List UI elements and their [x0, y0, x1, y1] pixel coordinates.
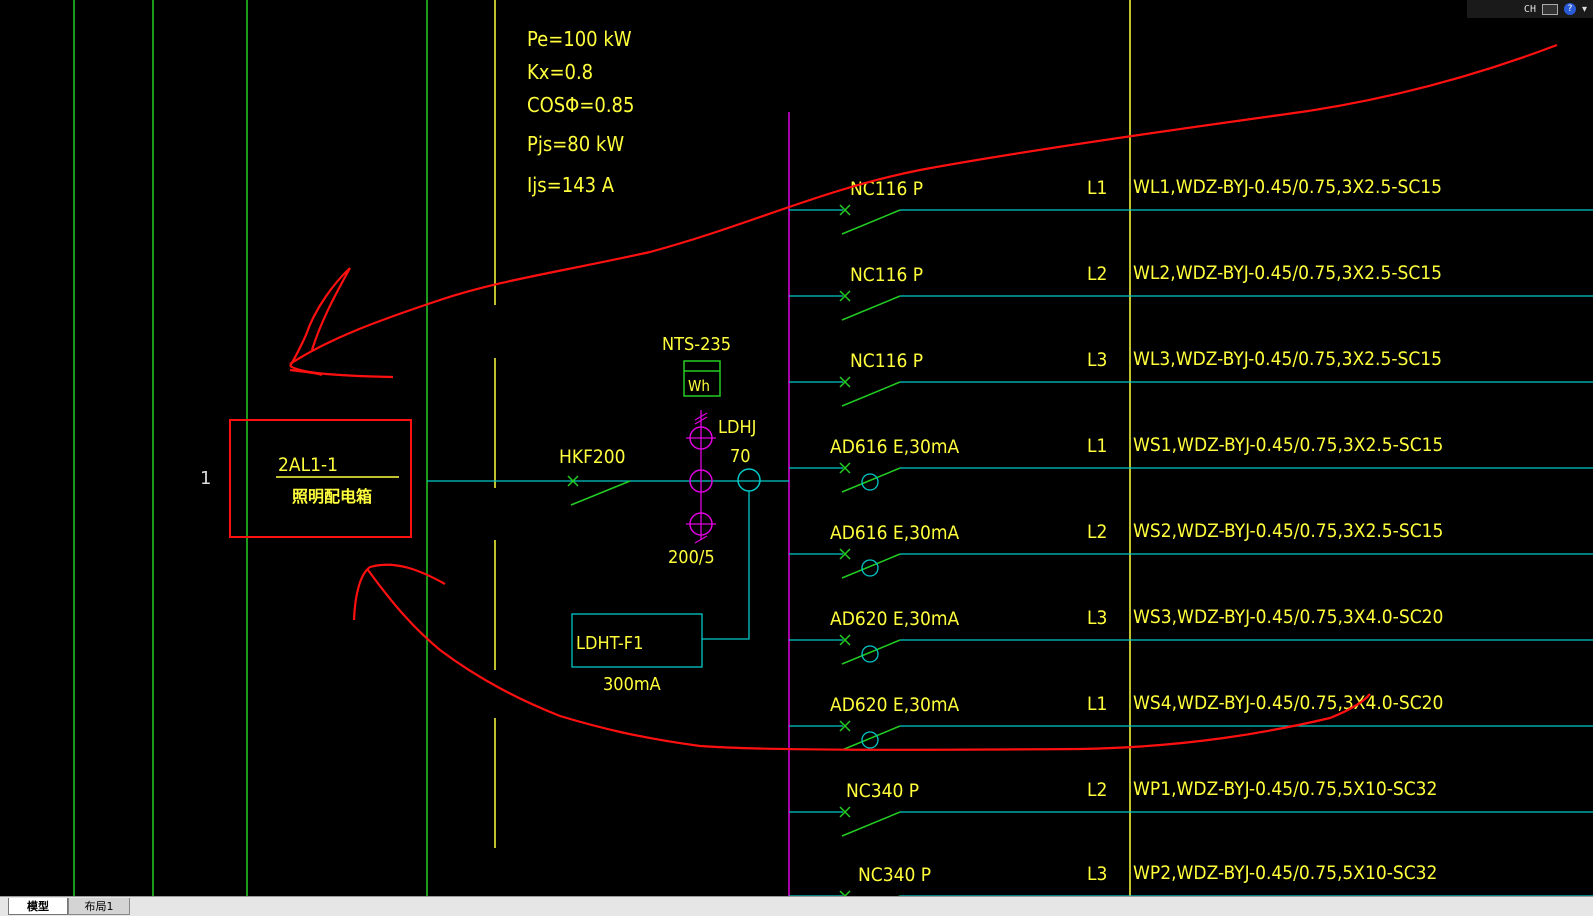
phase-label: L1 — [1087, 435, 1107, 457]
phase-label: L1 — [1087, 693, 1107, 715]
markup-arrow-top — [289, 43, 1558, 365]
cable-label: WS4,WDZ-BYJ-0.45/0.75,3X4.0-SC20 — [1133, 692, 1443, 714]
cable-label: WS2,WDZ-BYJ-0.45/0.75,3X2.5-SC15 — [1133, 520, 1443, 542]
breaker-cross — [839, 806, 851, 818]
breaker-cross — [839, 720, 851, 732]
cable-label: WP1,WDZ-BYJ-0.45/0.75,5X10-SC32 — [1133, 778, 1437, 800]
breaker-label: AD616 E,30mA — [830, 522, 960, 544]
help-icon[interactable]: ? — [1563, 3, 1576, 15]
leakage-sensor-wire — [702, 491, 750, 640]
breaker-cross — [839, 890, 847, 896]
rcd-sensor-circle — [861, 731, 879, 749]
phase-label: L3 — [1087, 349, 1107, 371]
status-tray: CH ? ▾ — [1467, 0, 1593, 18]
circuit-row[interactable]: NC116 P L1 WL1,WDZ-BYJ-0.45/0.75,3X2.5-SC1… — [789, 176, 1593, 235]
breaker-cross — [839, 290, 851, 302]
main-switch-label: HKF200 — [559, 446, 626, 468]
drawing-canvas[interactable]: Pe=100 kW Kx=0.8 COSΦ=0.85 Pjs=80 kW Ijs… — [0, 0, 1593, 896]
panel-name: 照明配电箱 — [292, 487, 372, 506]
current-transformer-stack — [686, 410, 716, 544]
outgoing-circuits: NC116 P L1 WL1,WDZ-BYJ-0.45/0.75,3X2.5-SC1… — [789, 176, 1593, 896]
breaker-cross — [839, 204, 851, 216]
breaker-blade — [841, 725, 901, 751]
phase-label: L2 — [1087, 263, 1107, 285]
calc-pe: Pe=100 kW — [527, 27, 632, 51]
cable-label: WL1,WDZ-BYJ-0.45/0.75,3X2.5-SC15 — [1133, 176, 1442, 198]
breaker-cross — [839, 634, 851, 646]
keyboard-icon[interactable] — [1541, 3, 1558, 15]
meter-model: NTS-235 — [662, 334, 731, 355]
ct-ratio: 200/5 — [668, 547, 715, 568]
panel-number: 1 — [200, 468, 211, 489]
leakage-current: 300mA — [603, 674, 661, 695]
leakage-module-box — [571, 613, 703, 668]
leakage-sensor-size: 70 — [730, 446, 751, 467]
breaker-blade — [841, 209, 901, 235]
breaker-label: NC116 P — [850, 264, 923, 286]
rcd-sensor-circle — [861, 645, 879, 663]
phase-label: L3 — [1087, 607, 1107, 629]
layout-tab-bar: 模型 布局1 — [0, 896, 1593, 916]
calc-ijs: Ijs=143 A — [527, 173, 615, 197]
language-indicator[interactable]: CH — [1523, 3, 1536, 15]
breaker-blade — [841, 639, 901, 665]
breaker-label: AD616 E,30mA — [830, 436, 960, 458]
leakage-sensor-circle — [737, 468, 761, 492]
leakage-module-label: LDHT-F1 — [576, 633, 643, 654]
phase-label: L3 — [1087, 863, 1107, 885]
markup-arrowhead — [289, 267, 394, 379]
main-switch-symbol — [567, 475, 631, 506]
circuit-row[interactable]: AD616 E,30mA L2 WS2,WDZ-BYJ-0.45/0.75,3X2.… — [789, 520, 1593, 579]
breaker-cross — [839, 548, 851, 560]
calc-pjs: Pjs=80 kW — [527, 132, 624, 156]
circuit-row[interactable]: NC340 P L3 WP2,WDZ-BYJ-0.45/0.75,5X10-SC32 — [789, 862, 1593, 896]
breaker-blade — [841, 811, 901, 837]
circuit-row[interactable]: AD620 E,30mA L3 WS3,WDZ-BYJ-0.45/0.75,3X4.… — [789, 606, 1593, 665]
breaker-blade — [841, 467, 901, 493]
cable-label: WP2,WDZ-BYJ-0.45/0.75,5X10-SC32 — [1133, 862, 1437, 884]
calc-block: Pe=100 kW Kx=0.8 COSΦ=0.85 Pjs=80 kW Ijs… — [527, 27, 634, 197]
breaker-label: NC340 P — [858, 864, 931, 886]
phase-label: L2 — [1087, 521, 1107, 543]
breaker-blade — [841, 295, 901, 321]
phase-label: L1 — [1087, 177, 1107, 199]
tab-model[interactable]: 模型 — [8, 898, 68, 915]
cable-label: WS3,WDZ-BYJ-0.45/0.75,3X4.0-SC20 — [1133, 606, 1443, 628]
circuit-row[interactable]: NC116 P L3 WL3,WDZ-BYJ-0.45/0.75,3X2.5-SC1… — [789, 348, 1593, 407]
rcd-sensor-circle — [861, 473, 879, 491]
breaker-blade — [841, 381, 901, 407]
breaker-label: AD620 E,30mA — [830, 694, 960, 716]
breaker-cross — [843, 890, 851, 896]
breaker-label: NC340 P — [846, 780, 919, 802]
breaker-label: NC116 P — [850, 350, 923, 372]
breaker-label: AD620 E,30mA — [830, 608, 960, 630]
calc-kx: Kx=0.8 — [527, 60, 593, 84]
chevron-down-icon[interactable]: ▾ — [1581, 3, 1587, 15]
leakage-sensor-label: LDHJ — [718, 417, 756, 438]
breaker-label: NC116 P — [850, 178, 923, 200]
breaker-cross — [839, 462, 851, 474]
rcd-sensor-circle — [861, 559, 879, 577]
calc-cos: COSΦ=0.85 — [527, 93, 634, 117]
markup-curve-bottom — [352, 563, 1371, 751]
circuit-row[interactable]: NC340 P L2 WP1,WDZ-BYJ-0.45/0.75,5X10-SC32 — [789, 778, 1593, 837]
breaker-cross — [839, 376, 851, 388]
tab-layout1[interactable]: 布局1 — [68, 898, 130, 915]
circuit-row[interactable]: NC116 P L2 WL2,WDZ-BYJ-0.45/0.75,3X2.5-SC1… — [789, 262, 1593, 321]
cable-label: WS1,WDZ-BYJ-0.45/0.75,3X2.5-SC15 — [1133, 434, 1443, 456]
circuit-row[interactable]: AD616 E,30mA L1 WS1,WDZ-BYJ-0.45/0.75,3X2.… — [789, 434, 1593, 493]
panel-code: 2AL1-1 — [278, 454, 338, 476]
phase-label: L2 — [1087, 779, 1107, 801]
cable-label: WL2,WDZ-BYJ-0.45/0.75,3X2.5-SC15 — [1133, 262, 1442, 284]
breaker-blade — [841, 553, 901, 579]
meter-box — [683, 360, 721, 397]
panel-highlight-box — [229, 419, 412, 538]
meter-symbol: Wh — [688, 377, 710, 395]
cable-label: WL3,WDZ-BYJ-0.45/0.75,3X2.5-SC15 — [1133, 348, 1442, 370]
